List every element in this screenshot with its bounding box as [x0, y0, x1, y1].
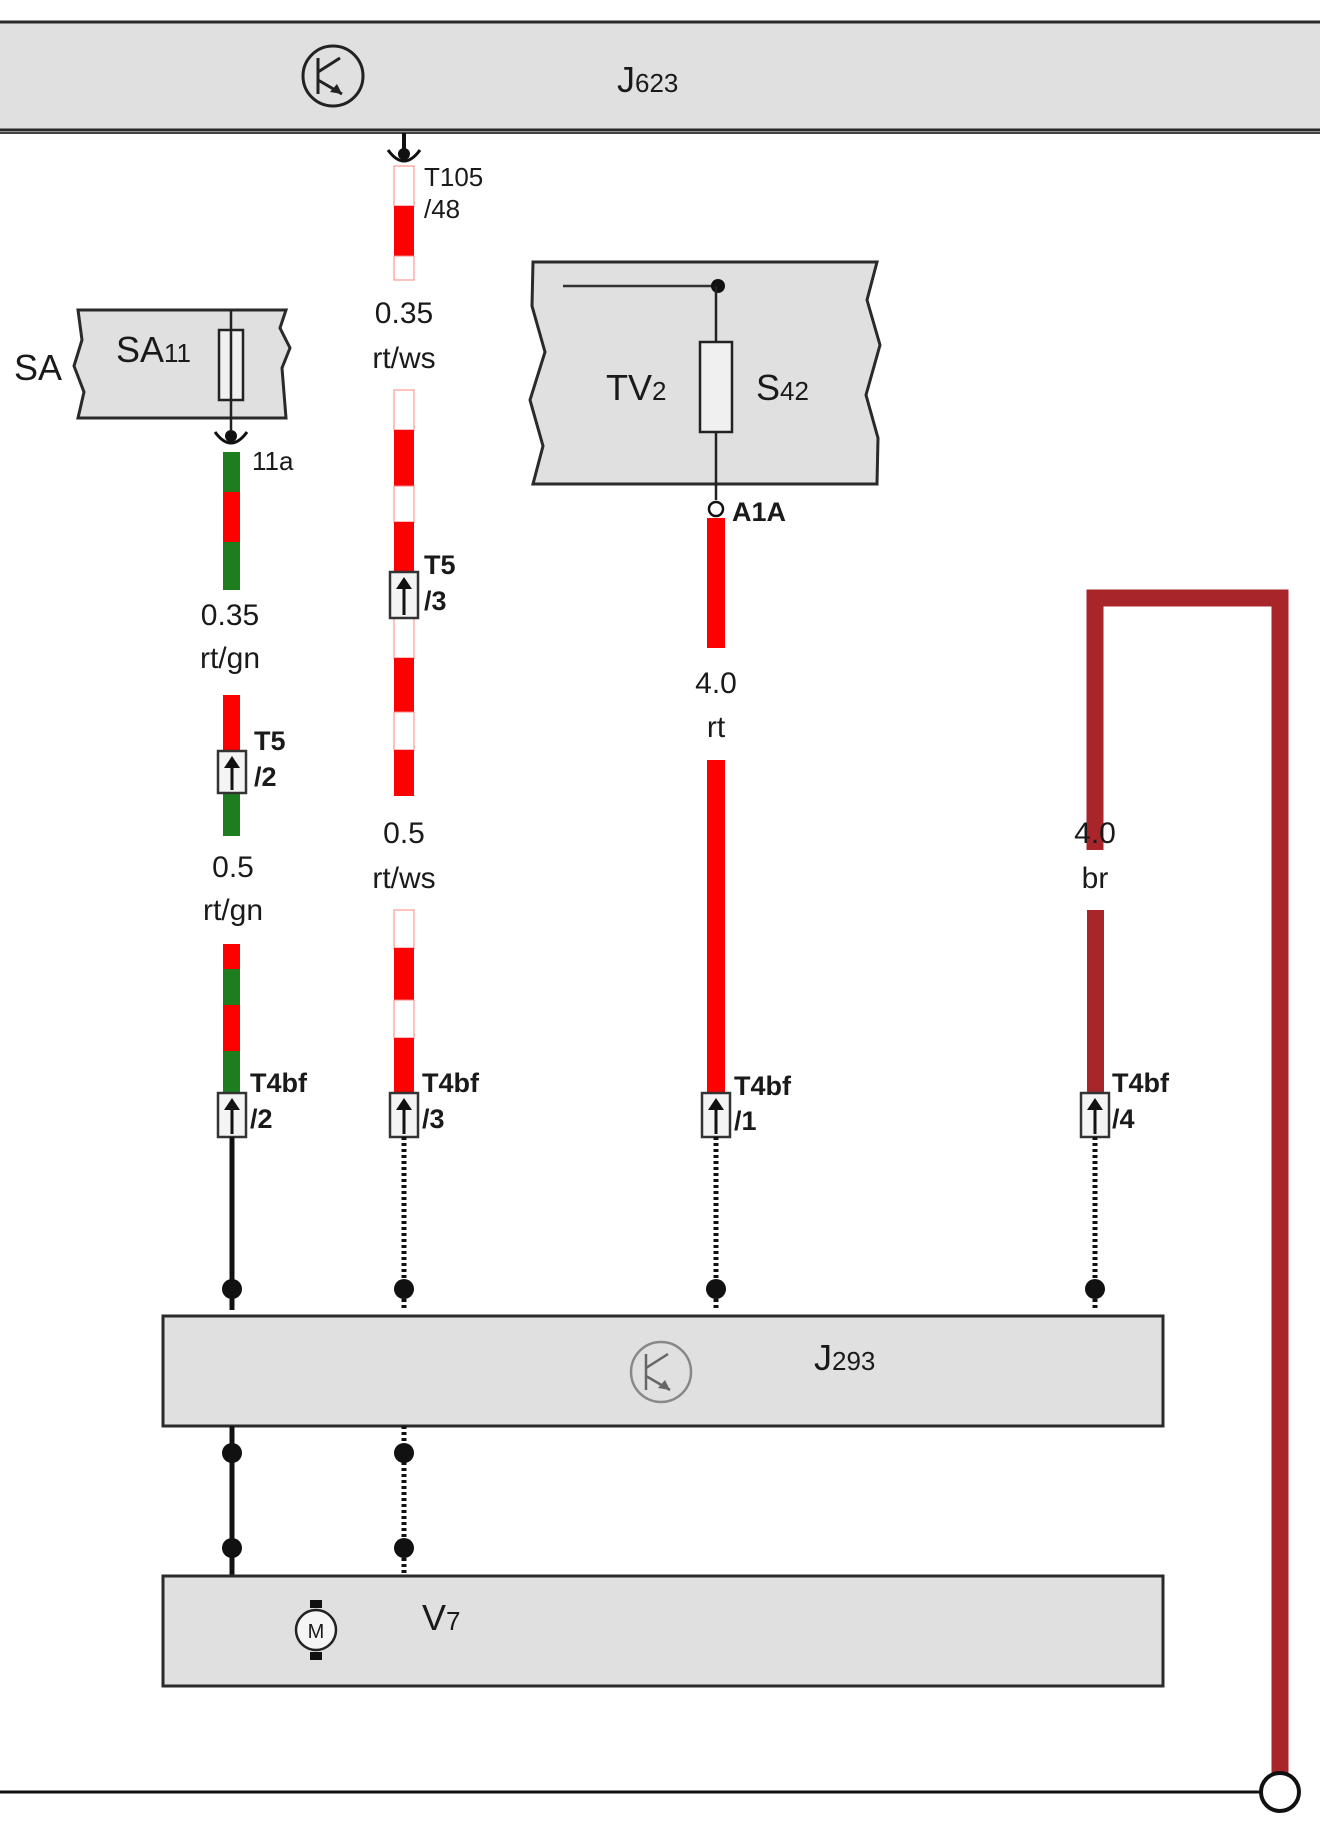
t4bf-1-pin: /1 [734, 1106, 757, 1136]
junction-dot [1085, 1279, 1105, 1299]
ground-terminal [1259, 1771, 1301, 1813]
t5-3-pin: /3 [424, 586, 447, 616]
wire-rt-ws-lower [393, 909, 415, 1094]
sa-11a-label: 11a [252, 446, 294, 476]
t105-terminal [386, 133, 422, 163]
wire-rt-upper [707, 518, 725, 648]
sa-prefix-label: SA [14, 347, 62, 388]
motor-icon: M [294, 1600, 338, 1660]
wire-rt-ws-size-2: 0.5 [383, 817, 425, 850]
svg-text:M: M [308, 1621, 325, 1643]
tv2-busbar-dot [711, 279, 725, 293]
wire-rt-size: 4.0 [695, 667, 737, 700]
wire-rt-ws-color-1: rt/ws [372, 342, 435, 375]
t105-name: T105 [424, 162, 483, 192]
s42-fuse-body [698, 340, 734, 434]
wire-rt-lower [707, 760, 725, 1094]
t4bf-4-name: T4bf [1112, 1068, 1170, 1098]
t4bf-4-pin: /4 [1112, 1104, 1135, 1134]
t5-3-name: T5 [424, 550, 456, 580]
j623-icon [301, 44, 365, 108]
wire-rt-ws-size-1: 0.35 [375, 297, 433, 330]
t4bf-3-connector [388, 1091, 420, 1139]
t4bf-3-pin: /3 [422, 1104, 445, 1134]
t4bf-1-name: T4bf [734, 1071, 792, 1101]
junction-dot [394, 1279, 414, 1299]
t4bf-4-connector [1079, 1091, 1111, 1139]
wire-rt-color: rt [707, 711, 726, 744]
t4bf-2-connector [216, 1091, 248, 1139]
t105-pin: /48 [424, 194, 460, 224]
wire-rt-gn-color-1: rt/gn [200, 642, 260, 675]
wire-rt-gn-upper [223, 452, 240, 590]
sa-11a-terminal [213, 430, 249, 445]
wire-rt-gn-size-1: 0.35 [201, 599, 259, 632]
t5-2-pin: /2 [254, 762, 277, 792]
junction-dot [222, 1279, 242, 1299]
junction-dot [222, 1538, 242, 1558]
t4bf-2-pin: /2 [250, 1104, 273, 1134]
t5-2-connector [216, 749, 248, 795]
junction-dot [706, 1279, 726, 1299]
junction-dot [394, 1538, 414, 1558]
tv2-label: TV2 [606, 367, 666, 408]
t5-3-connector [388, 570, 420, 620]
t5-2-name: T5 [254, 726, 286, 756]
wire-br-ground-loop [1086, 589, 1289, 1792]
wire-rt-ws-middle [393, 389, 415, 796]
wire-rt-gn-lower [223, 944, 240, 1095]
t4bf-3-name: T4bf [422, 1068, 480, 1098]
sa11-label: SA11 [116, 329, 191, 370]
j623-control-unit[interactable] [0, 20, 1320, 132]
wire-br-lower [1087, 910, 1104, 1094]
j293-label: J293 [814, 1337, 875, 1378]
t4bf-1-connector [700, 1091, 732, 1139]
junction-dot [394, 1443, 414, 1463]
j623-label: J623 [617, 59, 678, 100]
wire-br-size: 4.0 [1074, 817, 1116, 850]
a1a-terminal [707, 500, 725, 518]
wire-rt-gn-middle [223, 695, 240, 836]
wire-br-color: br [1082, 862, 1109, 895]
a1a-label: A1A [732, 497, 786, 527]
j293-icon [629, 1340, 693, 1404]
junction-dot [222, 1443, 242, 1463]
wire-rt-ws-color-2: rt/ws [372, 862, 435, 895]
v7-label: V7 [422, 1597, 460, 1638]
j293-control-unit[interactable] [161, 1314, 1165, 1428]
wire-rt-ws-upper [393, 165, 415, 281]
t4bf-2-name: T4bf [250, 1068, 308, 1098]
wire-rt-gn-size-2: 0.5 [212, 851, 254, 884]
s42-label: S42 [756, 367, 809, 408]
wire-rt-gn-color-2: rt/gn [203, 894, 263, 927]
